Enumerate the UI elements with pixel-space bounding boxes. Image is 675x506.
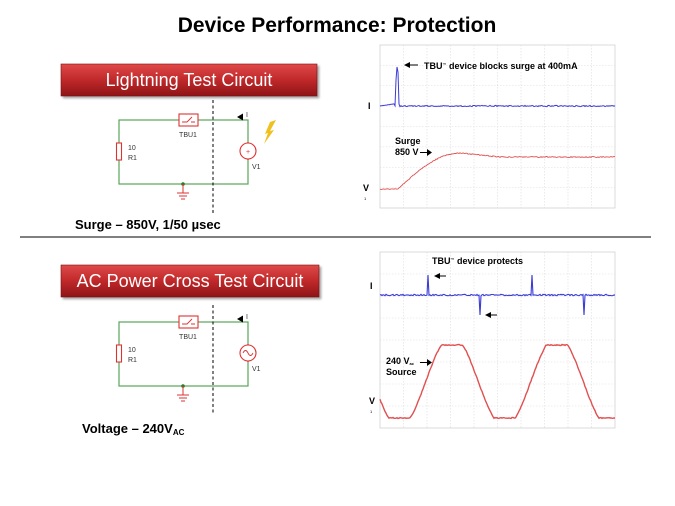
source-label-line1: 240 Vac xyxy=(386,356,415,366)
resistor-value: 10 xyxy=(128,145,136,152)
axis-label-voltage: V xyxy=(363,183,369,193)
arrow-left-icon xyxy=(434,273,446,279)
lightning-scope: I V 1 TBU™ device blocks surge at 400mA … xyxy=(363,44,616,209)
arrow-right-icon xyxy=(420,359,432,366)
lightning-circuit: TBU1 10 R1 V1 I + xyxy=(115,100,276,214)
current-trace xyxy=(379,66,616,108)
surge-block-annotation: TBU™ device blocks surge at 400mA xyxy=(424,61,578,71)
lightning-banner: Lightning Test Circuit xyxy=(60,63,318,97)
voltage-trace xyxy=(379,343,615,420)
surge-label-line1: Surge xyxy=(395,136,421,146)
ac-circuit: TBU1 10 R1 V1 I xyxy=(115,305,261,414)
lightning-banner-text: Lightning Test Circuit xyxy=(106,70,273,90)
protects-annotation: TBU™ device protects xyxy=(432,256,523,266)
resistor-value: 10 xyxy=(128,347,136,354)
arrow-left-icon xyxy=(485,312,497,318)
slide-title: Device Performance: Protection xyxy=(178,14,497,37)
current-label: I xyxy=(246,112,248,119)
axis-label-current: I xyxy=(368,101,371,111)
arrow-right-icon xyxy=(420,149,432,156)
current-trace xyxy=(379,274,616,316)
resistor-name: R1 xyxy=(128,357,137,364)
ac-scope: I V 1 TBU™ device protects 240 Vac Sourc… xyxy=(369,251,616,429)
ac-banner: AC Power Cross Test Circuit xyxy=(60,264,320,298)
resistor-name: R1 xyxy=(128,155,137,162)
lightning-caption: Surge – 850V, 1/50 µsec xyxy=(75,217,221,232)
voltage-trace xyxy=(379,152,616,190)
ac-caption: Voltage – 240VAC xyxy=(82,421,185,437)
tbu-label: TBU1 xyxy=(179,334,197,341)
tbu-label: TBU1 xyxy=(179,132,197,139)
ac-source-icon xyxy=(242,350,254,356)
ac-banner-text: AC Power Cross Test Circuit xyxy=(77,271,304,291)
source-label-line2: Source xyxy=(386,367,417,377)
surge-label-line2: 850 V xyxy=(395,147,419,157)
axis-label-current: I xyxy=(370,281,373,291)
axis-label-voltage-sub: 1 xyxy=(370,409,373,414)
current-label: I xyxy=(246,314,248,321)
source-label: V1 xyxy=(252,164,261,171)
axis-label-voltage: V xyxy=(369,396,375,406)
arrow-left-icon xyxy=(404,62,418,68)
lightning-bolt-icon xyxy=(264,120,276,144)
source-label: V1 xyxy=(252,366,261,373)
axis-label-voltage-sub: 1 xyxy=(364,196,367,201)
dc-source-icon: + xyxy=(246,149,250,156)
